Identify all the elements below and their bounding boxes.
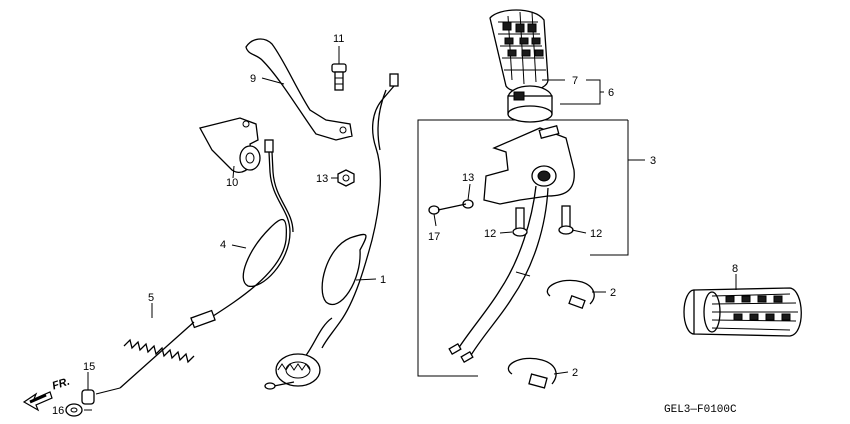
clamp-lower: [507, 357, 557, 389]
callout-17: 17: [428, 231, 440, 243]
throttle-grip: [489, 9, 553, 123]
lever-holder: [199, 117, 261, 173]
nut: [337, 169, 355, 187]
cable-4: [95, 139, 294, 395]
left-grip: [683, 287, 802, 337]
callout-12-left: 12: [484, 228, 496, 240]
callout-8: 8: [732, 263, 738, 275]
callout-2-lower: 2: [572, 367, 578, 379]
spring: [123, 338, 195, 364]
cable-1: [264, 73, 399, 390]
lever: [245, 38, 353, 141]
front-direction-arrow-icon: [22, 391, 53, 412]
callout-13-right: 13: [462, 172, 474, 184]
callout-9: 9: [250, 73, 256, 85]
screw-17: [428, 203, 467, 215]
callout-3: 3: [650, 155, 656, 167]
callout-5: 5: [148, 292, 154, 304]
assembly-bracket-right: [590, 120, 629, 256]
callout-7: 7: [572, 75, 578, 87]
callout-12-right: 12: [590, 228, 602, 240]
callout-6: 6: [608, 87, 614, 99]
callout-1: 1: [380, 274, 386, 286]
adjuster-nut: [81, 380, 95, 405]
callout-11: 11: [333, 33, 344, 45]
switch-housing: [448, 125, 575, 363]
clamp-upper: [546, 279, 595, 309]
screw-12-right: [558, 205, 574, 235]
front-direction-label: FR.: [51, 376, 72, 393]
cable-end-cap: [65, 403, 83, 417]
screw-12-left: [512, 207, 528, 237]
callout-15: 15: [83, 361, 95, 373]
diagram-code: GEL3—F0100C: [664, 404, 737, 416]
callout-10: 10: [226, 177, 238, 189]
pivot-bolt: [331, 63, 347, 91]
callout-2-upper: 2: [610, 287, 616, 299]
callout-13-left: 13: [316, 173, 328, 185]
leader-lines: [84, 46, 737, 411]
callout-16: 16: [52, 405, 64, 417]
callout-4: 4: [220, 239, 226, 251]
